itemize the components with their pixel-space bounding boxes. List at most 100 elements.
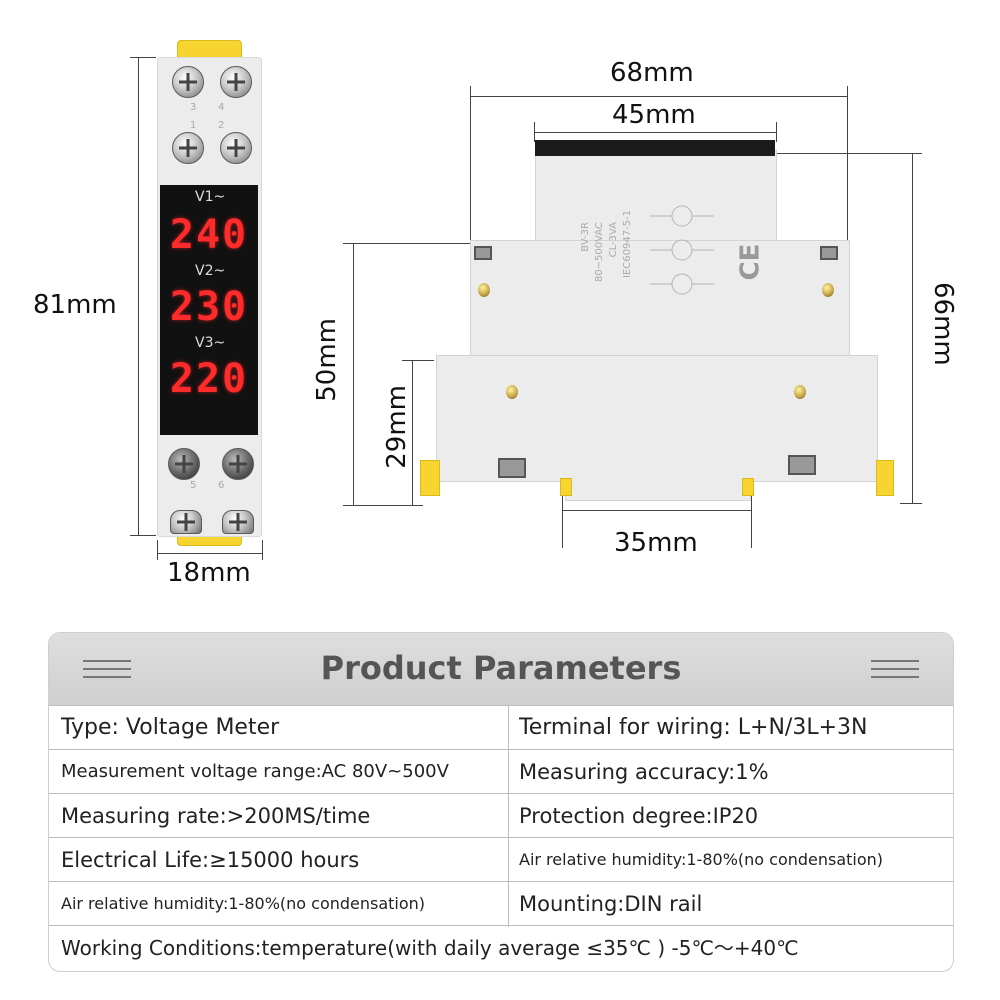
product-text-line: 80~500VAC bbox=[594, 222, 605, 283]
dim-tick-29-top bbox=[402, 360, 434, 361]
product-text-line: BV-3R bbox=[580, 222, 591, 252]
terminal-number: 3 bbox=[190, 102, 197, 113]
latch-slot-icon bbox=[498, 458, 526, 478]
latch-slot-icon bbox=[474, 246, 492, 260]
side-display-edge bbox=[535, 140, 775, 156]
product-parameters-table: Product Parameters Type: Voltage Meter T… bbox=[48, 632, 954, 972]
params-footer-row: Working Conditions:temperature(with dail… bbox=[49, 925, 953, 970]
terminal-screw-icon bbox=[222, 448, 254, 480]
dim-label-66mm: 66mm bbox=[928, 282, 958, 366]
terminal-number: 1 bbox=[190, 120, 197, 131]
channel-reading-v2: 230 bbox=[169, 284, 249, 330]
params-row: Measurement voltage range:AC 80V~500V Me… bbox=[49, 749, 953, 794]
param-right: Measuring accuracy:1% bbox=[519, 760, 769, 784]
dim-tick-66-bottom bbox=[900, 503, 922, 504]
terminal-number: 5 bbox=[190, 480, 197, 491]
dim-tick-35-left bbox=[562, 478, 563, 548]
product-class-text: CL-3VA bbox=[608, 222, 620, 257]
side-din-clip-bottom-right bbox=[742, 478, 754, 496]
channel-label-v3: V3~ bbox=[195, 335, 226, 351]
terminal-screw-icon bbox=[172, 66, 204, 98]
voltage-display-panel: V1~ 240 V2~ 230 V3~ 220 bbox=[160, 185, 258, 435]
rivet-icon bbox=[478, 283, 490, 297]
dim-label-35mm: 35mm bbox=[614, 528, 698, 558]
param-left: Air relative humidity:1-80%(no condensat… bbox=[61, 894, 426, 913]
param-left: Measuring rate:>200MS/time bbox=[61, 804, 371, 828]
terminal-screw-icon bbox=[222, 510, 254, 534]
wiring-diagram-icon bbox=[650, 205, 714, 295]
side-foot-body bbox=[565, 478, 751, 501]
rivet-icon bbox=[822, 283, 834, 297]
dim-tick-18-left bbox=[157, 540, 158, 560]
dim-tick-35-right bbox=[751, 478, 752, 548]
product-standard-text: IEC60947-5-1 bbox=[622, 210, 634, 278]
params-title: Product Parameters bbox=[320, 649, 682, 687]
dim-tick-45-left bbox=[534, 122, 535, 142]
dim-tick-68-right bbox=[847, 86, 848, 241]
dim-tick-50-bottom bbox=[343, 505, 423, 506]
product-model-text: BV-3R bbox=[580, 222, 592, 252]
latch-slot-icon bbox=[788, 455, 816, 475]
channel-reading-v3: 220 bbox=[169, 356, 249, 402]
terminal-screw-icon bbox=[172, 132, 204, 164]
decor-bar-icon bbox=[871, 676, 919, 678]
param-right: Terminal for wiring: L+N/3L+3N bbox=[519, 715, 868, 740]
product-text-line: CL-3VA bbox=[608, 222, 619, 258]
terminal-screw-icon bbox=[220, 66, 252, 98]
terminal-screw-icon bbox=[168, 448, 200, 480]
terminal-screw-icon bbox=[220, 132, 252, 164]
params-column-divider bbox=[508, 705, 509, 927]
dim-line-29 bbox=[412, 360, 413, 505]
channel-label-v1: V1~ bbox=[195, 189, 226, 205]
param-left: Electrical Life:≥15000 hours bbox=[61, 848, 360, 872]
dim-line-45 bbox=[534, 132, 776, 133]
params-row: Air relative humidity:1-80%(no condensat… bbox=[49, 881, 953, 926]
params-header: Product Parameters bbox=[49, 633, 953, 705]
decor-bar-icon bbox=[871, 668, 919, 670]
param-right: Protection degree:IP20 bbox=[519, 804, 759, 828]
dim-label-18mm: 18mm bbox=[167, 558, 251, 588]
dim-label-45mm: 45mm bbox=[612, 100, 696, 130]
param-right: Air relative humidity:1-80%(no condensat… bbox=[519, 850, 884, 869]
dim-tick-45-right bbox=[776, 122, 777, 142]
dim-tick-18-right bbox=[262, 540, 263, 560]
dim-tick-66-top bbox=[776, 153, 922, 154]
side-din-clip-right bbox=[876, 460, 894, 496]
product-text-line: IEC60947-5-1 bbox=[622, 210, 633, 279]
terminal-number: 2 bbox=[218, 120, 225, 131]
terminal-screw-icon bbox=[170, 510, 202, 534]
terminal-number: 4 bbox=[218, 102, 225, 113]
decor-bar-icon bbox=[83, 668, 131, 670]
product-voltage-text: 80~500VAC bbox=[594, 222, 606, 282]
dim-tick-81-bottom bbox=[130, 535, 156, 536]
decor-bar-icon bbox=[83, 676, 131, 678]
params-row: Type: Voltage Meter Terminal for wiring:… bbox=[49, 705, 953, 750]
dim-tick-68-left bbox=[470, 86, 471, 241]
dim-label-29mm: 29mm bbox=[382, 385, 412, 469]
params-row: Electrical Life:≥15000 hours Air relativ… bbox=[49, 837, 953, 882]
dim-line-35 bbox=[562, 510, 752, 511]
latch-slot-icon bbox=[820, 246, 838, 260]
rivet-icon bbox=[794, 385, 806, 399]
dim-line-50 bbox=[353, 243, 354, 505]
dim-line-68 bbox=[470, 96, 848, 97]
dim-tick-50-top bbox=[343, 243, 473, 244]
dim-tick-81-top bbox=[130, 57, 156, 58]
side-middle-body bbox=[470, 240, 850, 362]
param-right: Mounting:DIN rail bbox=[519, 892, 703, 916]
decor-bar-icon bbox=[871, 660, 919, 662]
side-din-clip-bottom-left bbox=[560, 478, 572, 496]
terminal-number: 6 bbox=[218, 480, 225, 491]
dim-line-81-vertical bbox=[138, 57, 139, 535]
dim-label-68mm: 68mm bbox=[610, 58, 694, 88]
param-left: Type: Voltage Meter bbox=[61, 715, 280, 740]
param-left: Measurement voltage range:AC 80V~500V bbox=[61, 761, 449, 782]
param-working-conditions: Working Conditions:temperature(with dail… bbox=[61, 936, 799, 960]
dim-label-50mm: 50mm bbox=[312, 318, 342, 402]
params-row: Measuring rate:>200MS/time Protection de… bbox=[49, 793, 953, 838]
side-din-clip-left bbox=[420, 460, 440, 496]
dim-label-81mm: 81mm bbox=[33, 290, 117, 320]
decor-bar-icon bbox=[83, 660, 131, 662]
channel-reading-v1: 240 bbox=[169, 212, 249, 258]
rivet-icon bbox=[506, 385, 518, 399]
